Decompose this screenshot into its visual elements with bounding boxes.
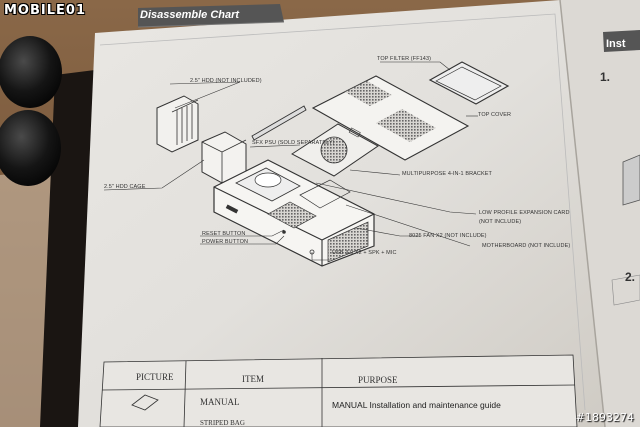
- table-row-item: STRIPED BAG: [200, 419, 245, 427]
- leader-lines: [103, 61, 478, 261]
- table-header-item: ITEM: [242, 374, 264, 384]
- title-tab: [138, 4, 284, 27]
- label-power: POWER BUTTON: [202, 239, 249, 245]
- chart-title: Disassemble Chart: [140, 9, 240, 21]
- label-psu: SFX PSU (SOLD SEPARATELY): [252, 140, 335, 146]
- site-logo: MOBILE01: [4, 3, 86, 18]
- right-step-2: 2.: [625, 270, 636, 284]
- hdd-stack: [156, 95, 199, 153]
- table-header-purpose: PURPOSE: [358, 375, 398, 385]
- rubber-foot: [0, 110, 61, 186]
- label-low-profile: LOW PROFILE EXPANSION CARD: [479, 210, 570, 216]
- label-reset: RESET BUTTON: [202, 231, 246, 237]
- label-bracket: MULTIPURPOSE 4-IN-1 BRACKET: [402, 171, 493, 177]
- chassis: [213, 159, 375, 267]
- label-hdd-25: 2.5" HDD (NOT INCLUDED): [190, 78, 262, 84]
- right-step-1: 1.: [600, 70, 611, 84]
- right-page-title: Inst: [606, 38, 626, 50]
- table-row-purpose: MANUAL Installation and maintenance guid…: [332, 400, 501, 410]
- top-filter: [428, 61, 510, 105]
- table-row-item: MANUAL: [200, 397, 240, 407]
- watermark: #1893274: [575, 411, 634, 424]
- items-table: [99, 354, 578, 427]
- label-hdd-cage: 2.5" HDD CAGE: [104, 184, 146, 190]
- label-top-cover: TOP COVER: [478, 112, 512, 118]
- manual-right-page: [560, 0, 640, 427]
- label-motherboard: MOTHERBOARD (NOT INCLUDE): [482, 243, 571, 249]
- rubber-foot: [0, 36, 62, 108]
- label-fan: 8025 FAN X2 (NOT INCLUDE): [409, 233, 487, 239]
- label-usb: USB 3.0 X2 + SPK + MIC: [332, 250, 397, 256]
- label-low-profile-note: (NOT INCLUDE): [479, 219, 522, 225]
- table-header-picture: PICTURE: [136, 372, 174, 382]
- label-top-filter: TOP FILTER (FF143): [377, 56, 432, 62]
